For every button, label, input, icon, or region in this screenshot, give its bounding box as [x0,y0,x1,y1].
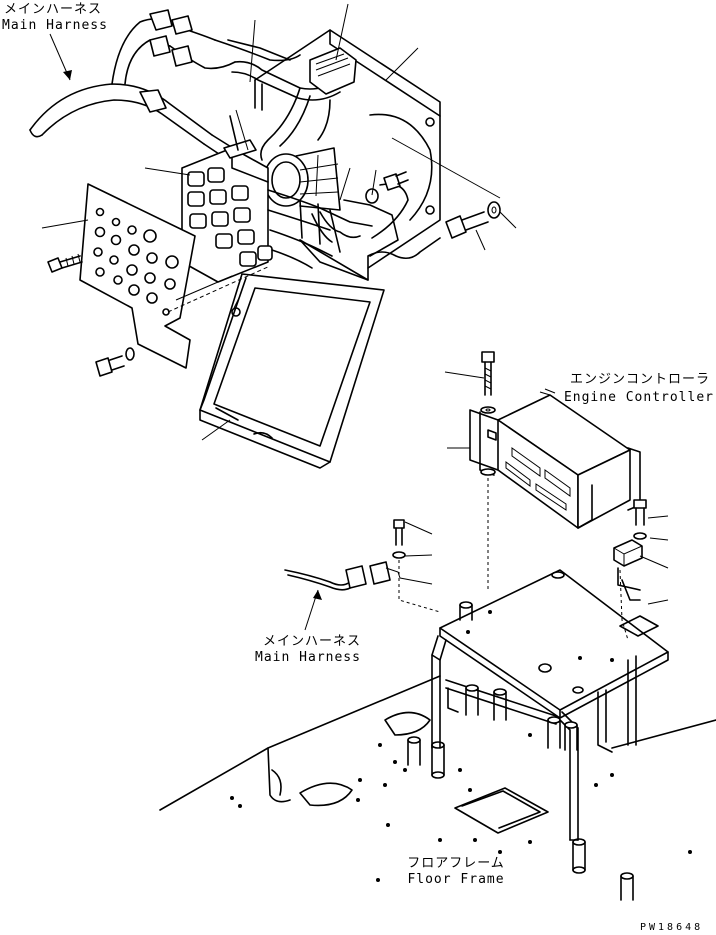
plate-bolt [95,347,135,377]
mid-harness-connector [284,519,441,613]
engine-controller-label-jp: エンジンコントローラ [569,372,710,387]
main-harness-label-jp-mid: メインハーネス [262,634,361,649]
harness-bundle [227,39,357,161]
engine-controller-label-en: Engine Controller [563,390,714,405]
relay [613,499,647,641]
floor-frame-label-jp: フロアフレーム [407,856,505,871]
drawing-code: PW18648 [640,922,704,933]
display-frame [199,273,385,469]
main-harness-label-en-mid: Main Harness [255,650,361,665]
controller-bracket [431,569,669,841]
leader-lines [41,3,669,605]
controller-bolt [480,351,496,590]
main-harness-label-jp-top: メインハーネス [4,2,103,17]
main-harness-top [29,9,301,161]
floor-frame-label-en: Floor Frame [407,872,505,887]
main-harness-label-en-top: Main Harness [2,18,108,33]
switch-cluster [181,115,373,283]
install-lines [167,137,501,317]
cover-screw [47,253,83,273]
round-connector [263,147,399,257]
bracket-bolt [365,171,501,239]
engine-controller [469,388,641,529]
cover-plate [79,183,196,369]
main-harness-arrows [49,33,322,631]
